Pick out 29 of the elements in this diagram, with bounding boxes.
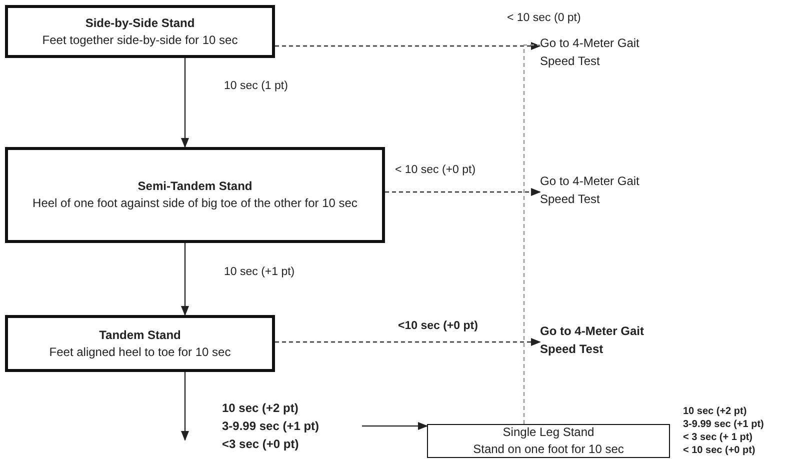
outcome-label: Go to 4-Meter Gait Speed Test <box>540 323 646 358</box>
outcome-label: 10 sec (+2 pt) <box>222 400 298 417</box>
arrow <box>181 58 189 148</box>
outcome-label: <3 sec (+0 pt) <box>222 436 299 453</box>
score-note: < 10 sec (+0 pt) <box>683 444 756 457</box>
process-box <box>5 315 275 372</box>
dashed-arrow <box>385 188 541 196</box>
process-box <box>5 5 275 58</box>
box-title: Tandem Stand <box>99 326 181 344</box>
outcome-label: Go to 4-Meter Gait Speed Test <box>540 173 640 208</box>
score-note: 3-9.99 sec (+1 pt) <box>683 418 764 431</box>
box-description: Heel of one foot against side of big toe of the other for 10 sec <box>32 195 358 212</box>
box-title: Side-by-Side Stand <box>85 14 195 32</box>
arrow <box>181 372 189 441</box>
score-note: < 3 sec (+ 1 pt) <box>683 431 754 444</box>
outcome-label: 3-9.99 sec (+1 pt) <box>222 418 320 435</box>
box-description: Stand on one foot for 10 sec <box>473 441 624 458</box>
arrow <box>362 422 428 430</box>
process-box <box>5 147 385 243</box>
score-note: 10 sec (+2 pt) <box>683 405 748 418</box>
box-description: Feet together side-by-side for 10 sec <box>42 32 238 48</box>
box-description: Feet aligned heel to toe for 10 sec <box>49 344 231 360</box>
dashed-arrow <box>275 338 541 346</box>
arrow <box>181 243 189 316</box>
box-title: Semi-Tandem Stand <box>138 178 252 195</box>
box-title: Single Leg Stand <box>502 424 594 441</box>
outcome-label: Go to 4-Meter Gait Speed Test <box>540 35 640 70</box>
dashed-arrow <box>275 42 541 50</box>
process-box <box>427 424 670 458</box>
